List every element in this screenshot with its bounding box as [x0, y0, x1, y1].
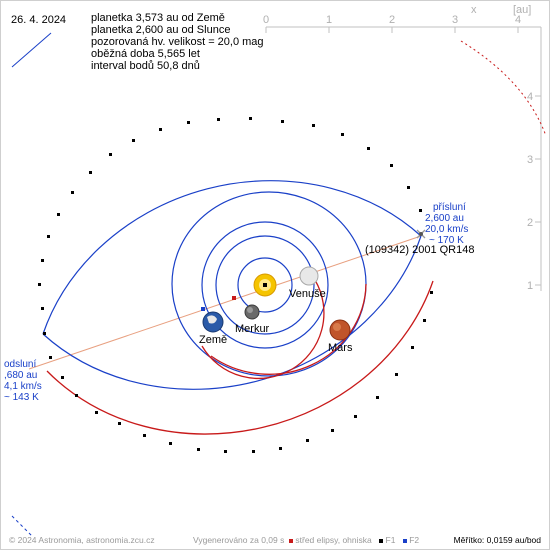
perihelion-title: přísluní: [433, 202, 466, 213]
info-panel: planetka 3,573 au od Země planetka 2,600…: [91, 12, 264, 72]
earth-orbit: [201, 221, 329, 349]
asteroid-orbit-blue: [42, 180, 422, 335]
footer-legend: střed elipsy, ohniska F1 F2: [289, 535, 419, 545]
axis-x: 0 1 2 3 4 x [au]: [263, 4, 541, 33]
footer-copyright: © 2024 Astronomia, astronomia.zcu.cz: [9, 535, 155, 545]
earth-orbit-red-segment: [201, 279, 325, 380]
earth-clouds: [207, 315, 217, 324]
info-sun-distance: planetka 2,600 au od Slunce: [91, 24, 231, 36]
legend-f2-swatch: [402, 538, 407, 543]
legend-center-swatch: [289, 538, 293, 543]
corner-mark-bottom: [11, 515, 34, 538]
y-tick-1: 1: [527, 280, 533, 292]
mars-label: Mars: [328, 342, 353, 354]
x-tick-3: 3: [452, 14, 458, 26]
x-tick-1: 1: [326, 14, 332, 26]
x-tick-4: 4: [515, 14, 521, 26]
orbit-point-markers: [38, 117, 433, 453]
asteroid-orbit-blue-lower: [42, 235, 422, 390]
mars-highlight: [333, 323, 341, 331]
info-earth-distance: planetka 3,573 au od Země: [91, 12, 225, 24]
aphelion-info: odsluní ,680 au 4,1 km/s ~ 143 K: [4, 359, 42, 403]
perihelion-temperature: ~ 170 K: [429, 235, 464, 246]
focus-f2-marker: [201, 307, 205, 311]
focus-f1-marker: [263, 283, 267, 287]
aphelion-distance: ,680 au: [4, 370, 37, 381]
venus-planet: [299, 266, 319, 286]
asteroid-orbit-red-segment: [46, 280, 434, 435]
y-tick-4: 4: [527, 91, 533, 103]
apsis-line: [28, 235, 422, 370]
aphelion-title: odsluní: [4, 359, 36, 370]
date-label: 26. 4. 2024: [11, 14, 67, 26]
asteroid-marker: [416, 229, 426, 239]
legend-f2-text: F2: [409, 535, 420, 545]
asteroid-name-label: (109342) 2001 QR148: [365, 244, 474, 256]
mars-planet: [329, 319, 351, 341]
perihelion-speed: 20,0 km/s: [425, 224, 468, 235]
x-tick-0: 0: [263, 14, 269, 26]
legend-f1-text: F1: [385, 535, 396, 545]
venus-orbit: [215, 235, 315, 335]
x-tick-2: 2: [389, 14, 395, 26]
footer-scale: Měřítko: 0,0159 au/bod: [453, 535, 541, 545]
perihelion-info: přísluní 2,600 au 20,0 km/s ~ 170 K: [425, 202, 468, 246]
mars-orbit-red-segment: [210, 283, 367, 375]
x-axis-label: x: [471, 4, 477, 16]
footer-generated: Vygenerováno za 0,09 s: [193, 535, 285, 545]
venus-label: Venuše: [289, 288, 326, 300]
ellipse-center-marker: [232, 296, 236, 300]
mercury-highlight: [247, 307, 253, 313]
info-orbital-period: oběžná doba 5,565 let: [91, 48, 200, 60]
aphelion-temperature: ~ 143 K: [4, 392, 39, 403]
y-tick-2: 2: [527, 217, 533, 229]
outer-orbit-fragment: [460, 40, 547, 137]
info-magnitude: pozorovaná hv. velikost = 20,0 mag: [91, 36, 264, 48]
perihelion-distance: 2,600 au: [425, 213, 464, 224]
mercury-label: Merkur: [235, 323, 270, 335]
aphelion-speed: 4,1 km/s: [4, 381, 42, 392]
earth-label: Země: [199, 334, 227, 346]
unit-label: [au]: [513, 4, 531, 16]
corner-mark-top: [11, 32, 52, 68]
mercury-orbit: [237, 257, 293, 313]
legend-center-text: střed elipsy, ohniska: [295, 535, 372, 545]
y-tick-3: 3: [527, 154, 533, 166]
info-point-interval: interval bodů 50,8 dnů: [91, 60, 200, 72]
legend-f1-swatch: [379, 538, 384, 543]
axis-y: 4 3 2 1: [527, 27, 542, 292]
